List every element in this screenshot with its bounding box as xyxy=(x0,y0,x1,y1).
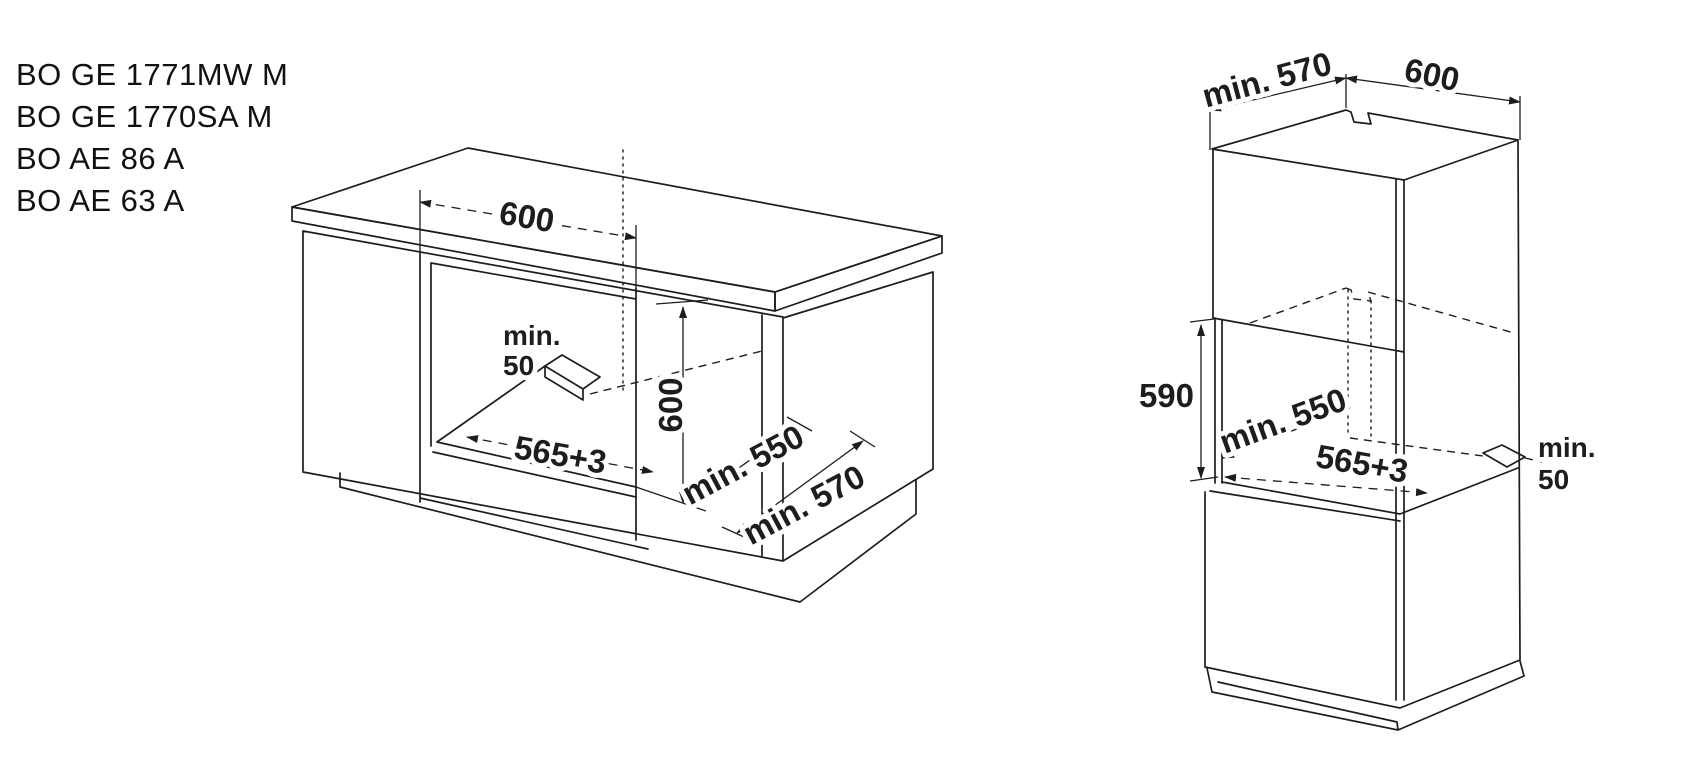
model-name: BO AE 63 A xyxy=(16,183,185,218)
top-depth-label: min. 570 xyxy=(1198,45,1335,115)
model-list: BO GE 1771MW M BO GE 1770SA M BO AE 86 A… xyxy=(16,57,288,218)
plinth xyxy=(339,472,917,603)
left-cabinet-drawing: 600 min. 50 565+3 600 min. 550 min. 570 xyxy=(291,147,943,603)
niche-width-label: 600 xyxy=(497,194,557,240)
right-column-drawing: min. 570 600 590 min. 550 565+3 min. 50 xyxy=(1134,40,1601,731)
niche-height-label: 600 xyxy=(652,377,689,432)
rear-clearance-label-line1: min. xyxy=(1538,432,1596,463)
right-labels: min. 570 600 590 min. 550 565+3 min. 50 xyxy=(1134,40,1601,500)
lower-cabinet xyxy=(1204,491,1525,731)
niche-height-label: 590 xyxy=(1139,377,1194,414)
left-dimensions xyxy=(419,190,876,542)
upper-cabinet xyxy=(1211,109,1521,701)
cabinet-body xyxy=(302,230,934,562)
top-width-label: 600 xyxy=(1401,51,1463,99)
rear-clearance-label-line1: min. xyxy=(503,320,561,351)
rear-clearance-label-line2: 50 xyxy=(503,350,534,381)
left-labels: 600 min. 50 565+3 600 min. 550 min. 570 xyxy=(492,189,876,557)
model-name: BO GE 1770SA M xyxy=(16,99,273,134)
model-name: BO GE 1771MW M xyxy=(16,57,288,92)
rear-clearance-label-line2: 50 xyxy=(1538,464,1569,495)
oven-niche xyxy=(1209,287,1543,522)
right-dimensions xyxy=(1189,74,1521,497)
worktop xyxy=(291,147,943,312)
model-name: BO AE 86 A xyxy=(16,141,185,176)
